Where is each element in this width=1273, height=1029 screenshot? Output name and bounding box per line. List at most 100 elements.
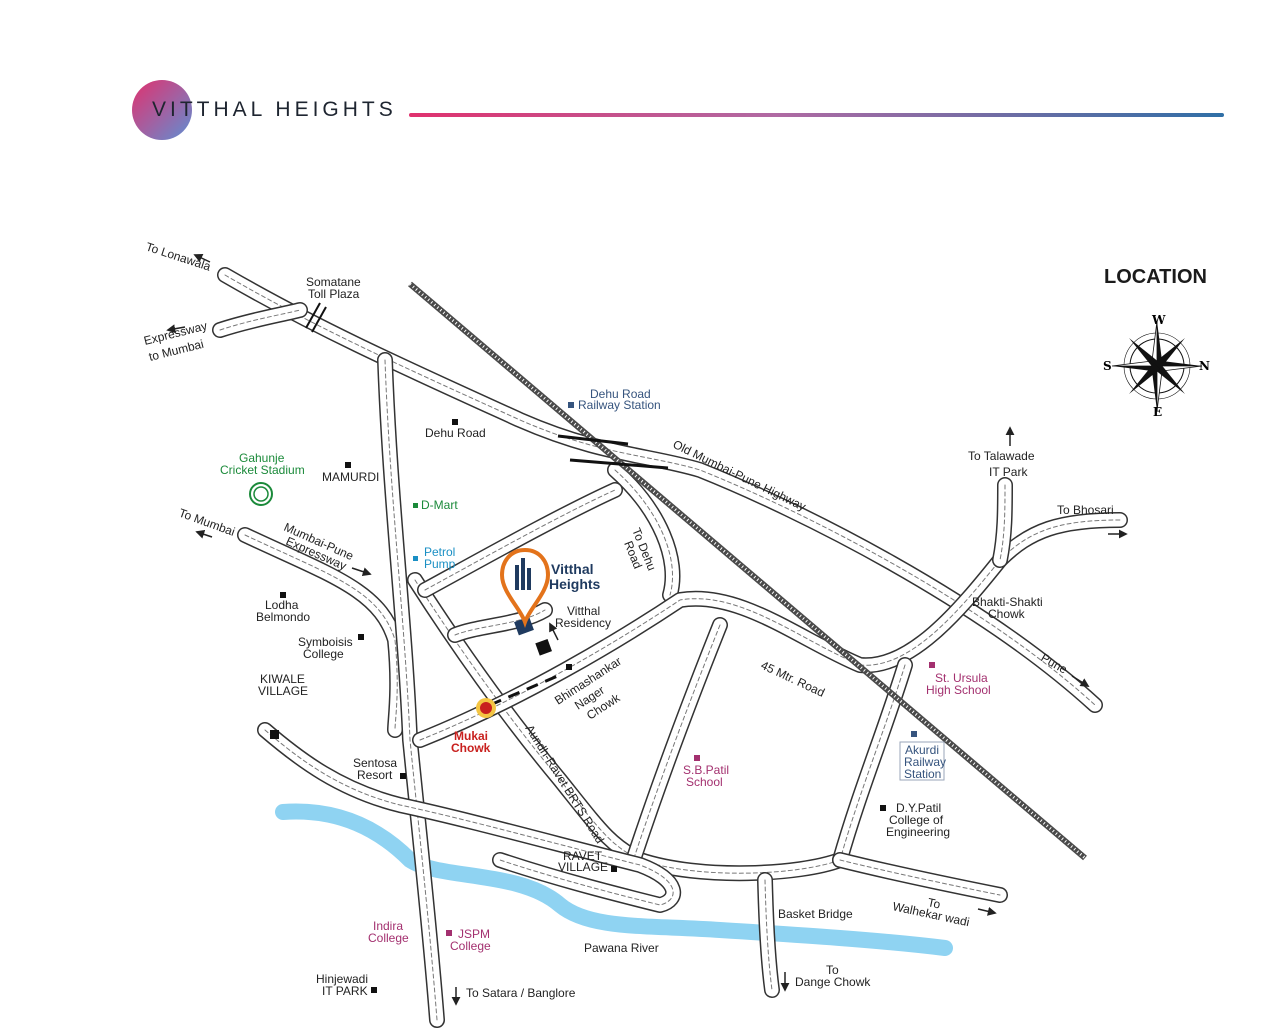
label-akurdi-3: Station xyxy=(904,767,941,781)
road-centerline xyxy=(634,624,721,856)
label-bhakti-1: Bhakti-Shakti xyxy=(972,595,1043,609)
road-centerline xyxy=(384,359,438,1021)
label-pawana: Pawana River xyxy=(584,941,659,955)
label-st-ursula-1: St. Ursula xyxy=(935,671,988,685)
header: VITTHAL HEIGHTS xyxy=(132,78,1227,140)
label-symbiosis-1: Symboisis xyxy=(298,635,353,649)
label-kiwale-2: VILLAGE xyxy=(258,684,308,698)
brand-title: VITTHAL HEIGHTS xyxy=(152,98,397,121)
label-akurdi-2: Railway xyxy=(904,755,946,769)
location-title: LOCATION xyxy=(1104,266,1207,288)
header-gradient-line xyxy=(409,113,1224,117)
compass-rose: W E S N xyxy=(1103,313,1210,419)
label-hinjewadi-2: IT PARK xyxy=(322,984,368,998)
gahunje-stadium-icon xyxy=(249,482,273,506)
compass-e: E xyxy=(1153,405,1162,419)
label-basket-bridge: Basket Bridge xyxy=(778,907,853,921)
label-dypatil-3: Engineering xyxy=(886,825,950,839)
label-walhekar-1: To xyxy=(926,895,942,911)
label-akurdi-1: Akurdi xyxy=(905,743,939,757)
label-to-lonawala: To Lonawala xyxy=(144,240,213,274)
label-dehu-station-2: Railway Station xyxy=(578,398,661,412)
label-sbpatil-1: S.B.Patil xyxy=(683,763,729,777)
label-mukai-1: Mukai xyxy=(454,729,488,743)
road-centerline xyxy=(219,309,301,331)
mukai-chowk-marker xyxy=(476,698,496,718)
road-centerline xyxy=(224,274,1096,706)
label-mamurdi: MAMURDI xyxy=(322,470,379,484)
road-centerline xyxy=(454,609,546,636)
road-centerline xyxy=(414,579,841,874)
label-dehu-station-1: Dehu Road xyxy=(590,387,651,401)
road-centerline xyxy=(264,729,674,906)
label-to-talawade-2: IT Park xyxy=(989,465,1028,479)
roads xyxy=(212,267,1128,1028)
project-pin-icon xyxy=(499,547,551,628)
label-indira-1: Indira xyxy=(373,919,403,933)
label-sbpatil-2: School xyxy=(686,775,723,789)
compass-s: S xyxy=(1103,359,1112,373)
label-vitthal-res-1: Vitthal xyxy=(567,604,600,618)
label-dmart: D-Mart xyxy=(421,498,458,512)
label-dypatil-2: College of xyxy=(889,813,944,827)
railway-line xyxy=(408,281,1087,861)
label-indira-2: College xyxy=(368,931,409,945)
road-centerline xyxy=(999,484,1006,561)
label-to-bhosari: To Bhosari xyxy=(1057,503,1114,517)
label-to-mumbai: To Mumbai xyxy=(177,506,237,539)
label-aundh-ravet: Aundh-Ravet BRTS Road xyxy=(522,722,607,846)
project-name-line2: Heights xyxy=(549,576,601,592)
compass-n: N xyxy=(1199,359,1210,373)
road-centerline xyxy=(419,519,1121,741)
direction-arrows xyxy=(166,253,1128,1006)
label-dange-2: Dange Chowk xyxy=(795,975,871,989)
label-mukai-2: Chowk xyxy=(451,741,491,755)
label-somatane-2: Toll Plaza xyxy=(308,287,360,301)
project-name-line1: Vitthal xyxy=(551,561,594,577)
label-petrol-2: Pump xyxy=(424,557,456,571)
label-vitthal-res-2: Residency xyxy=(555,616,611,630)
road-centerline xyxy=(839,859,1001,896)
landmark-markers xyxy=(270,402,935,993)
label-kiwale-1: KIWALE xyxy=(260,672,305,686)
label-st-ursula-2: High School xyxy=(926,683,991,697)
label-dypatil-1: D.Y.Patil xyxy=(896,801,941,815)
compass-w: W xyxy=(1151,313,1166,327)
road-fill xyxy=(758,873,779,997)
label-sentosa-2: Resort xyxy=(357,768,393,782)
bridge-markers xyxy=(305,302,669,470)
label-petrol-1: Petrol xyxy=(424,545,455,559)
label-jspm-2: College xyxy=(450,939,491,953)
brts-dash xyxy=(489,673,561,707)
pawana-river xyxy=(275,803,953,956)
road-centerline xyxy=(839,664,906,861)
label-dehu-road: Dehu Road xyxy=(425,426,486,440)
road-fill xyxy=(218,268,1102,712)
label-sentosa-1: Sentosa xyxy=(353,756,397,770)
road-centerline xyxy=(244,534,398,731)
road-centerline xyxy=(614,469,674,596)
road-centerline xyxy=(764,879,773,991)
label-hinjewadi-1: Hinjewadi xyxy=(316,972,368,986)
label-dange-1: To xyxy=(826,963,839,977)
road-fill xyxy=(628,618,727,862)
label-gahunje-1: Gahunje xyxy=(239,451,285,465)
label-bhakti-2: Chowk xyxy=(988,607,1026,621)
label-to-talawade-1: To Talawade xyxy=(968,449,1035,463)
label-jspm-1: JSPM xyxy=(458,927,490,941)
label-45-mtr: 45 Mtr. Road xyxy=(759,658,827,700)
label-symbiosis-2: College xyxy=(303,647,344,661)
label-ravet-1: RAVET xyxy=(563,849,603,863)
logo-circle xyxy=(132,80,192,140)
label-to-satara: To Satara / Banglore xyxy=(466,986,576,1000)
label-somatane-1: Somatane xyxy=(306,275,361,289)
akurdi-box xyxy=(899,741,945,781)
road-centerline xyxy=(424,489,616,591)
road-fill xyxy=(833,853,1007,902)
label-lodha-1: Lodha xyxy=(265,598,299,612)
label-gahunje-2: Cricket Stadium xyxy=(220,463,305,477)
label-ravet-2: VILLAGE xyxy=(558,860,608,874)
label-lodha-2: Belmondo xyxy=(256,610,310,624)
road-fill xyxy=(238,528,404,737)
